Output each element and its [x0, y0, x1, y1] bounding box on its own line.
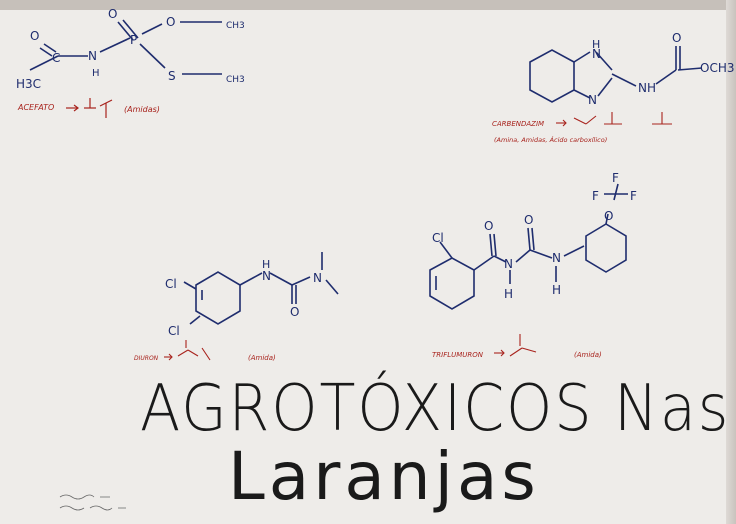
- atom-label: H: [92, 68, 100, 79]
- diuron-note: (Amida): [248, 354, 276, 362]
- wall-top: [0, 0, 736, 10]
- diuron-structure: [183, 252, 339, 325]
- carbendazim-structure: [529, 46, 703, 103]
- atom-label: NH: [638, 81, 656, 95]
- atom-label: P: [130, 33, 137, 47]
- carbendazim-note: (Amina, Amidas, Ácido carboxílico): [494, 135, 607, 144]
- atom-label: O: [30, 29, 39, 43]
- atom-label: H3C: [16, 77, 41, 91]
- atom-label: H: [504, 287, 513, 301]
- atom-label: N: [313, 271, 322, 285]
- atom-label: H: [552, 283, 561, 297]
- atom-label: Cl: [168, 324, 180, 338]
- atom-label: O: [484, 219, 493, 233]
- carbendazim-name: CARBENDAZIM: [492, 120, 544, 128]
- atom-label: O: [604, 209, 613, 223]
- acefato-name: ACEFATO: [17, 103, 54, 112]
- board-title-line2: Laranjas: [228, 438, 540, 515]
- atom-label: N: [588, 93, 597, 107]
- atom-label: F: [630, 189, 637, 203]
- atom-label: H: [592, 38, 600, 51]
- triflumuron-structure: [429, 183, 628, 310]
- triflumuron-name: TRIFLUMURON: [432, 351, 484, 359]
- acefato-note: (Amidas): [124, 105, 160, 114]
- atom-label: N: [592, 47, 601, 61]
- atom-label: O: [672, 31, 681, 45]
- diuron-annotation: DIURON (Amida): [134, 340, 276, 362]
- atom-label: F: [592, 189, 599, 203]
- atom-label: CH3: [226, 21, 245, 31]
- atom-label: S: [168, 69, 176, 83]
- atom-label: OCH3: [700, 61, 734, 75]
- atom-label: O: [166, 15, 175, 29]
- atom-label: N: [88, 49, 97, 63]
- atom-label: H: [262, 258, 270, 271]
- atom-label: Cl: [432, 231, 444, 245]
- atom-label: C: [52, 51, 60, 65]
- atom-label: Cl: [165, 277, 177, 291]
- atom-label: O: [108, 7, 117, 21]
- atom-label: CH3: [226, 75, 245, 85]
- atom-label: N: [504, 257, 513, 271]
- acefato-structure: [29, 19, 222, 75]
- carbendazim-annotation: CARBENDAZIM (Amina, Amidas, Ácido carbox…: [492, 112, 672, 144]
- acefato-annotation: ACEFATO (Amidas): [17, 98, 160, 118]
- atom-label: N: [552, 251, 561, 265]
- atom-label: N: [262, 269, 271, 283]
- carbendazim-atoms: H N N NH O OCH3: [588, 31, 734, 107]
- diuron-atoms: Cl Cl H N N O: [165, 258, 322, 338]
- atom-label: O: [524, 213, 533, 227]
- acefato-atoms: O O O CH3 C N H P H3C S CH3: [16, 7, 245, 91]
- triflumuron-note: (Amida): [574, 351, 602, 359]
- wall-right: [726, 0, 736, 524]
- triflumuron-annotation: TRIFLUMURON (Amida): [432, 334, 602, 359]
- board-title-line1: AGROTÓXICOS Nas: [140, 372, 731, 446]
- atom-label: O: [290, 305, 299, 319]
- diuron-name: DIURON: [134, 355, 159, 362]
- triflumuron-atoms: Cl O O N N H H F F F O: [432, 171, 637, 301]
- atom-label: F: [612, 171, 619, 185]
